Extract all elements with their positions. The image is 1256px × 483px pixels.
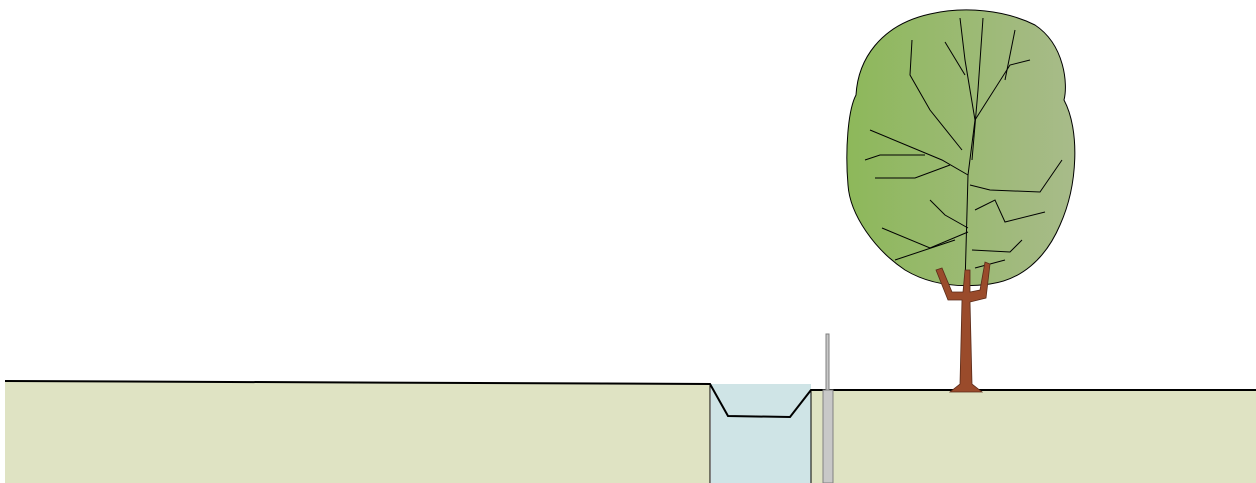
ditch xyxy=(4,380,1256,419)
ground-right xyxy=(811,390,1256,483)
marker-post xyxy=(822,333,834,483)
water-channel xyxy=(711,384,811,483)
tree-branches xyxy=(864,17,1063,286)
tree xyxy=(846,9,1076,393)
tree-trunk xyxy=(935,261,991,393)
ground-left xyxy=(5,381,710,483)
